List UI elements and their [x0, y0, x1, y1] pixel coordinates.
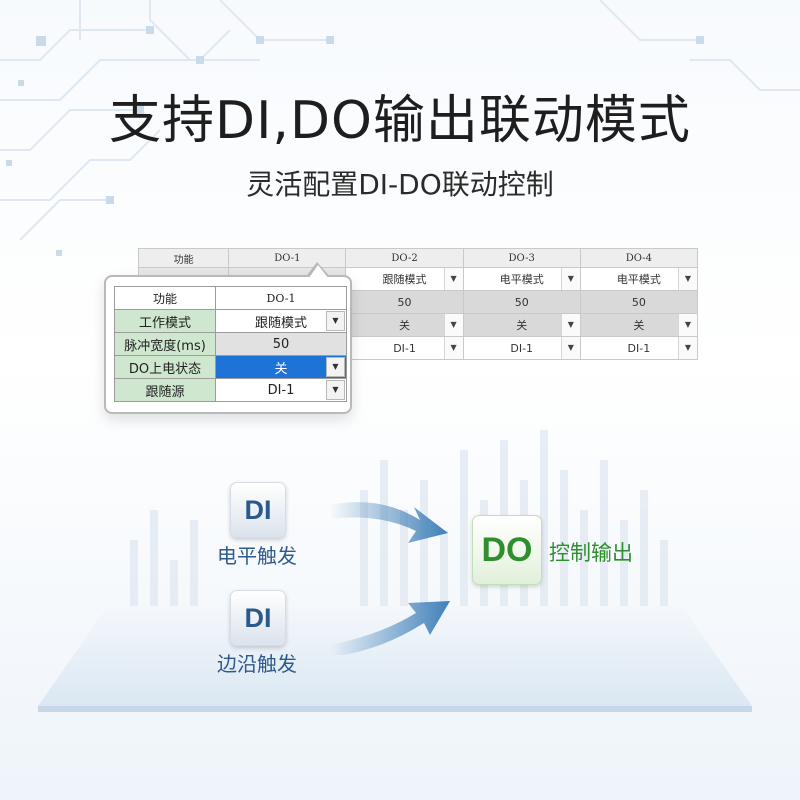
header-function: 功能	[137, 248, 230, 268]
zoom-popup: 功能 DO-1 工作模式 跟随模式▼ 脉冲宽度(ms) 50 DO上电状态 关▼…	[104, 275, 352, 414]
popup-header-row: 功能 DO-1	[114, 286, 347, 310]
page-subtitle: 灵活配置DI-DO联动控制	[246, 168, 554, 201]
chevron-down-icon: ▼	[326, 380, 345, 400]
table-row: DO上电状态 关▼	[114, 355, 347, 379]
select-value: 电平模式	[499, 273, 544, 286]
chevron-down-icon: ▼	[560, 337, 580, 359]
chevron-down-icon: ▼	[678, 337, 697, 359]
follow-source-select[interactable]: DI-1 ▼	[215, 378, 347, 402]
do2-work-mode-select[interactable]: 跟随模式 ▼	[345, 267, 464, 291]
di-edge-badge: DI	[230, 590, 286, 646]
do2-pulse-width[interactable]: 50	[345, 290, 464, 314]
power-on-state-select[interactable]: 关▼	[215, 355, 347, 379]
do3-power-state-select[interactable]: 关▼	[462, 313, 581, 337]
chevron-down-icon: ▼	[326, 357, 345, 377]
do4-pulse-width[interactable]: 50	[579, 290, 699, 314]
select-value: 电平模式	[616, 273, 661, 286]
chevron-down-icon: ▼	[443, 268, 463, 290]
header-do3: DO-3	[462, 248, 581, 268]
header-do4: DO-4	[579, 248, 699, 268]
select-value: 关	[633, 319, 645, 332]
chevron-down-icon: ▼	[560, 268, 580, 290]
table-row: 跟随源 DI-1 ▼	[114, 378, 347, 402]
work-mode-label: 工作模式	[114, 309, 216, 333]
select-value: DI-1	[393, 341, 416, 355]
chevron-down-icon: ▼	[678, 314, 697, 336]
do-output-badge: DO	[472, 515, 542, 585]
do4-power-state-select[interactable]: 关▼	[579, 313, 699, 337]
pulse-width-label: 脉冲宽度(ms)	[114, 332, 216, 356]
chevron-down-icon: ▼	[560, 314, 580, 336]
popup-header-value: DO-1	[215, 286, 347, 310]
select-value: DI-1	[267, 382, 295, 398]
do3-follow-source-select[interactable]: DI-1 ▼	[462, 336, 581, 360]
power-on-state-label: DO上电状态	[114, 355, 216, 379]
platform-base	[38, 606, 752, 712]
do4-work-mode-select[interactable]: 电平模式 ▼	[579, 267, 699, 291]
header-do2: DO-2	[345, 248, 464, 268]
do3-pulse-width[interactable]: 50	[462, 290, 581, 314]
control-output-label: 控制输出	[549, 541, 633, 565]
circuit-pattern	[0, 0, 800, 256]
select-value: 跟随模式	[382, 273, 427, 286]
chevron-down-icon: ▼	[326, 311, 345, 331]
select-value: DI-1	[510, 341, 534, 355]
popup-table: 功能 DO-1 工作模式 跟随模式▼ 脉冲宽度(ms) 50 DO上电状态 关▼…	[114, 286, 347, 402]
curved-arrow-icon	[330, 502, 450, 655]
table-header-row: 功能 DO-1 DO-2 DO-3 DO-4	[137, 248, 699, 268]
pulse-width-input[interactable]: 50	[215, 332, 347, 356]
select-value: 跟随模式	[254, 315, 307, 331]
table-row: 工作模式 跟随模式 ▼	[114, 309, 347, 333]
level-trigger-label: 电平触发	[217, 544, 297, 568]
follow-source-label: 跟随源	[114, 378, 216, 402]
select-value: 关	[274, 361, 288, 377]
do4-follow-source-select[interactable]: DI-1 ▼	[579, 336, 699, 360]
table-row: 脉冲宽度(ms) 50	[114, 332, 347, 356]
work-mode-select[interactable]: 跟随模式 ▼	[215, 309, 347, 333]
chevron-down-icon: ▼	[443, 337, 463, 359]
do2-power-state-select[interactable]: 关▼	[345, 313, 464, 337]
popup-pointer-inner	[308, 265, 329, 279]
edge-trigger-label: 边沿触发	[217, 652, 297, 676]
chevron-down-icon: ▼	[678, 268, 697, 290]
select-value: DI-1	[627, 341, 651, 355]
select-value: 关	[516, 319, 528, 332]
chevron-down-icon: ▼	[443, 314, 463, 336]
do3-work-mode-select[interactable]: 电平模式 ▼	[462, 267, 581, 291]
di-level-badge: DI	[230, 482, 286, 538]
do2-follow-source-select[interactable]: DI-1 ▼	[345, 336, 464, 360]
select-value: 关	[399, 319, 411, 332]
popup-header-label: 功能	[114, 286, 216, 310]
page-title: 支持DI,DO输出联动模式	[109, 91, 691, 151]
